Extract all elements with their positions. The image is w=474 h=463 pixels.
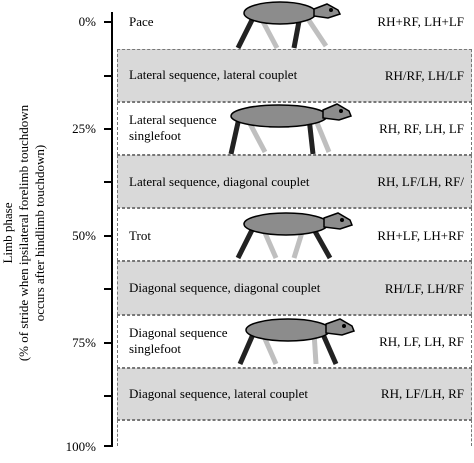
lateral-singlefoot-animal-icon xyxy=(228,103,352,155)
tick-mark xyxy=(104,395,113,397)
footfall-lateral-singlefoot: RH, RF, LH, LF xyxy=(379,121,464,136)
pace-animal-icon xyxy=(235,1,342,50)
tick-label-25: 25% xyxy=(72,121,96,136)
tick-mark xyxy=(104,75,113,77)
tick-label-100: 100% xyxy=(65,439,96,454)
footfall-pace: RH+RF, LH+LF xyxy=(377,14,464,29)
tick-mark xyxy=(104,128,113,130)
gait-name-line1: Lateral sequence xyxy=(129,112,217,127)
footfall-diagonal-lateral: RH, LF/LH, RF xyxy=(380,386,464,401)
tick-mark xyxy=(104,235,113,237)
tick-mark xyxy=(104,445,113,447)
y-axis-title-line2: (% of stride when ipsilateral forelimb t… xyxy=(16,104,31,362)
footfall-trot: RH+LF, LH+RF xyxy=(377,228,464,243)
diagonal-singlefoot-animal-icon xyxy=(237,318,355,366)
gait-band-diagonal-lateral xyxy=(117,368,472,420)
gait-band-lateral-diagonal xyxy=(117,155,472,208)
y-axis-title-line3: occurs after hindlimb touchdown) xyxy=(32,144,47,322)
y-axis-line xyxy=(111,12,113,446)
gait-name-pace: Pace xyxy=(129,14,154,29)
y-axis-title-line1: Limb phase xyxy=(0,202,15,264)
gait-name-diagonal-singlefoot: Diagonal sequence singlefoot xyxy=(129,325,228,357)
gait-band-lateral-lateral xyxy=(117,49,472,102)
gait-name-lateral-diagonal: Lateral sequence, diagonal couplet xyxy=(129,174,310,189)
gait-band-diagonal-diagonal xyxy=(117,261,472,315)
tick-label-75: 75% xyxy=(72,335,96,350)
gait-name-line2: singlefoot xyxy=(129,341,181,356)
gait-name-line2: singlefoot xyxy=(129,128,181,143)
footfall-lateral-diagonal: RH, LF/LH, RF/ xyxy=(377,174,464,189)
trot-animal-icon xyxy=(235,212,353,260)
tick-mark xyxy=(104,342,113,344)
footfall-diagonal-singlefoot: RH, LF, LH, RF xyxy=(379,334,464,349)
tick-label-0: 0% xyxy=(78,14,96,29)
footfall-lateral-lateral: RH/RF, LH/LF xyxy=(384,68,464,83)
tick-label-50: 50% xyxy=(72,228,96,243)
gait-name-diagonal-lateral: Diagonal sequence, lateral couplet xyxy=(129,386,309,401)
gait-band-bottom xyxy=(117,420,472,446)
tick-mark xyxy=(104,288,113,290)
gait-name-lateral-lateral: Lateral sequence, lateral couplet xyxy=(129,67,298,82)
tick-mark xyxy=(104,181,113,183)
tick-mark xyxy=(104,21,113,23)
gait-name-trot: Trot xyxy=(129,228,151,243)
gait-name-lateral-singlefoot: Lateral sequence singlefoot xyxy=(129,112,217,144)
gait-name-diagonal-diagonal: Diagonal sequence, diagonal couplet xyxy=(129,280,321,295)
gait-name-line1: Diagonal sequence xyxy=(129,325,228,340)
footfall-diagonal-diagonal: RH/LF, LH/RF xyxy=(384,281,464,296)
